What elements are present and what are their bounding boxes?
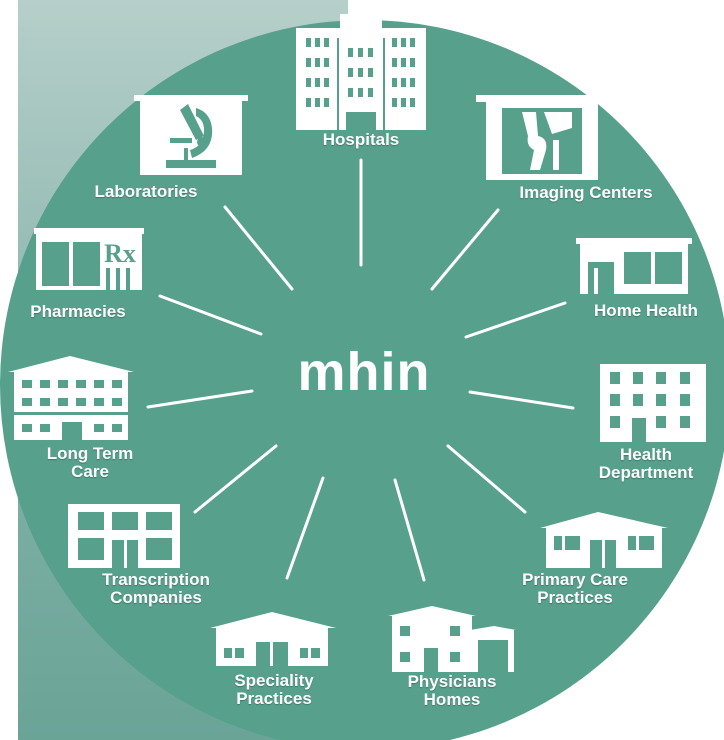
clinic-building-icon: [210, 612, 336, 666]
rx-sign: Rx: [104, 239, 136, 268]
house-icon: [388, 606, 516, 672]
line-health-dept: [468, 390, 575, 410]
node-label-imaging-centers: Imaging Centers: [519, 183, 653, 202]
hospital-building-icon: [296, 14, 426, 130]
line-physicians-homes: [393, 478, 426, 582]
node-label-laboratories: Laboratories: [94, 182, 198, 201]
center-title: mhin: [297, 342, 431, 402]
network-circle: [0, 20, 724, 740]
xray-image-icon: [476, 95, 608, 180]
connector-lines: [146, 158, 575, 582]
line-home-health: [464, 301, 567, 339]
storefront-icon: [576, 238, 692, 294]
office-building-icon: [68, 504, 180, 568]
node-label-home-health: Home Health: [594, 301, 698, 320]
office-building-icon: [600, 364, 706, 442]
line-transcription: [193, 444, 278, 514]
line-imaging: [430, 208, 500, 291]
care-facility-icon: [8, 356, 134, 440]
clinic-building-icon: [540, 512, 668, 568]
line-laboratories: [223, 205, 294, 291]
line-pharmacies: [158, 294, 263, 336]
line-speciality: [285, 476, 325, 580]
line-long-term: [146, 389, 254, 409]
microscope-icon: [134, 95, 248, 175]
pharmacy-rx-icon: Rx: [34, 228, 144, 290]
node-label-hospitals: Hospitals: [322, 130, 400, 149]
node-label-pharmacies: Pharmacies: [30, 302, 126, 321]
line-primary-care: [446, 444, 527, 514]
